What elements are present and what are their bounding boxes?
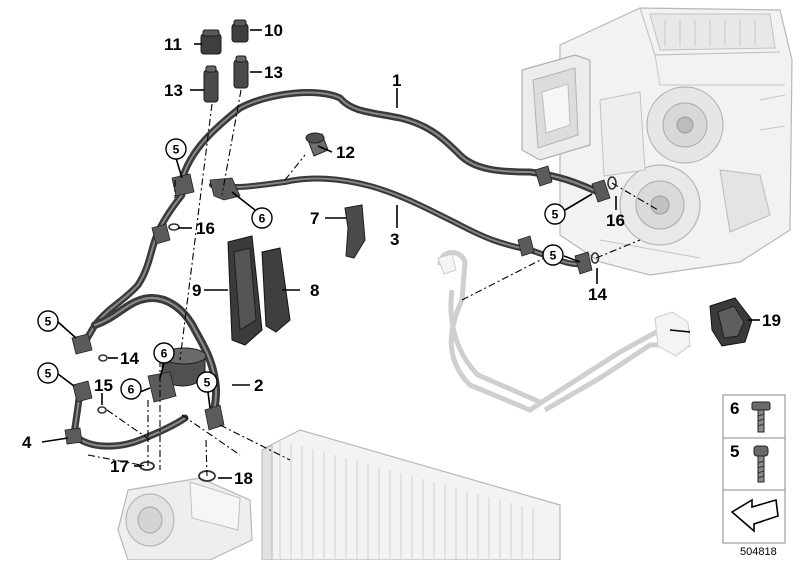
legend-item-6: 6 bbox=[730, 399, 771, 433]
callout-2: 2 bbox=[254, 376, 263, 395]
fastener-legend: 6 5 504818 bbox=[722, 394, 786, 558]
circled-callout-5-center: 5 bbox=[196, 371, 218, 393]
cover-9 bbox=[227, 235, 263, 346]
callout-17: 17 bbox=[110, 457, 129, 476]
cap-11 bbox=[200, 29, 222, 55]
cover-8 bbox=[261, 247, 291, 333]
valve-core-13-right bbox=[233, 55, 249, 89]
svg-text:5: 5 bbox=[204, 376, 211, 390]
svg-text:5: 5 bbox=[173, 143, 180, 157]
callout-13-left: 13 bbox=[164, 81, 183, 100]
ghost-pipe-lines bbox=[437, 250, 691, 413]
compressor bbox=[117, 477, 253, 561]
svg-text:5: 5 bbox=[45, 367, 52, 381]
callout-10: 10 bbox=[264, 21, 283, 40]
callout-3: 3 bbox=[390, 230, 399, 249]
svg-text:6: 6 bbox=[730, 399, 739, 418]
circled-callout-6-left: 6 bbox=[120, 378, 142, 400]
callout-19: 19 bbox=[762, 311, 781, 330]
svg-text:5: 5 bbox=[45, 315, 52, 329]
svg-text:5: 5 bbox=[730, 442, 739, 461]
callout-9: 9 bbox=[192, 281, 201, 300]
circled-callouts: 5 5 5 5 5 5 6 6 bbox=[37, 138, 566, 400]
bracket-7 bbox=[344, 204, 366, 259]
svg-text:6: 6 bbox=[259, 212, 266, 226]
small-parts bbox=[200, 19, 753, 347]
callout-14-left: 14 bbox=[120, 349, 139, 368]
pressure-sensor-12 bbox=[305, 132, 329, 157]
svg-text:5: 5 bbox=[552, 208, 559, 222]
callout-18: 18 bbox=[234, 469, 253, 488]
svg-text:6: 6 bbox=[128, 383, 135, 397]
callout-12: 12 bbox=[336, 143, 355, 162]
callout-1: 1 bbox=[392, 71, 401, 90]
diagram-id: 504818 bbox=[740, 546, 777, 558]
condenser bbox=[261, 429, 561, 561]
torx-bolt-icon bbox=[751, 401, 771, 433]
cap-10 bbox=[231, 19, 249, 43]
callout-15: 15 bbox=[94, 376, 113, 395]
clip-19 bbox=[709, 297, 753, 347]
callout-11: 11 bbox=[164, 35, 182, 54]
callout-16-left: 16 bbox=[196, 219, 215, 238]
callout-14-right: 14 bbox=[588, 285, 607, 304]
circled-callout-5-left-lower: 5 bbox=[37, 362, 59, 384]
refrigerant-pipes bbox=[64, 89, 617, 482]
callout-7: 7 bbox=[310, 209, 319, 228]
screw-icon bbox=[753, 445, 769, 483]
circled-callout-5-hvac-lower: 5 bbox=[542, 244, 564, 266]
leader-lines bbox=[41, 29, 760, 479]
direction-arrow-icon bbox=[730, 498, 779, 533]
legend-item-5: 5 bbox=[730, 442, 769, 483]
callout-4: 4 bbox=[22, 433, 32, 452]
valve-core-13-left bbox=[203, 65, 219, 103]
circled-callout-6-center: 6 bbox=[153, 342, 175, 364]
circled-callout-5-left-upper: 5 bbox=[37, 310, 59, 332]
circled-callout-5-top: 5 bbox=[165, 138, 187, 160]
circled-callout-6-top: 6 bbox=[251, 207, 273, 229]
part-number-callouts: 1 2 3 4 7 8 9 10 11 12 13 13 14 14 15 16… bbox=[22, 21, 781, 488]
callout-13-right: 13 bbox=[264, 63, 283, 82]
callout-16-right: 16 bbox=[606, 211, 625, 230]
callout-8: 8 bbox=[310, 281, 319, 300]
svg-text:5: 5 bbox=[550, 249, 557, 263]
svg-text:6: 6 bbox=[161, 347, 168, 361]
circled-callout-5-hvac-upper: 5 bbox=[544, 203, 566, 225]
hvac-housing bbox=[521, 7, 793, 276]
